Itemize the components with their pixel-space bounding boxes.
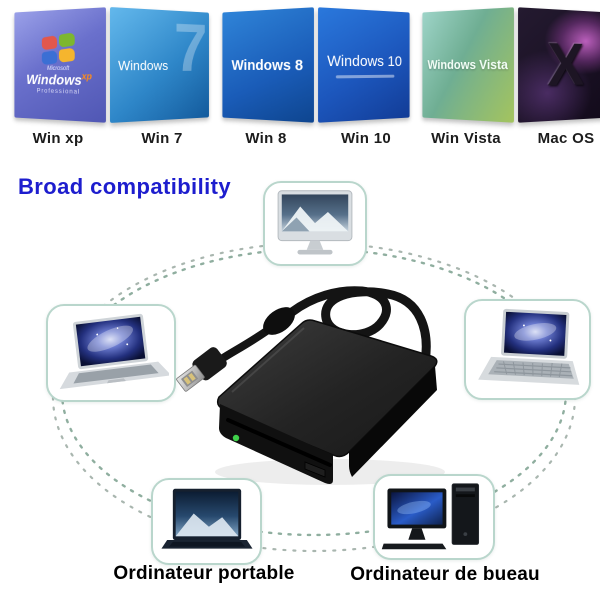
os-caption-winxp: Win xp [32,130,84,147]
os-caption-macos: Mac OS [537,130,595,147]
windows-vista-panel: Windows Vista [422,7,514,123]
usb-floppy-drive [216,319,438,484]
os-compatibility-strip: Microsoft Windowsxp Professional Win xp … [8,7,600,147]
windows-7-glyph: 7 [173,8,208,86]
desktop-computer-image [381,483,480,550]
os-cell-win7: 7 Windows Win 7 [108,7,216,147]
os-cell-winxp: Microsoft Windowsxp Professional Win xp [8,7,108,147]
disk-slot [226,418,332,467]
netbook-laptop-image [477,308,579,385]
xp-suffix: xp [81,71,92,82]
macbook-laptop-image [59,313,169,390]
os-cell-macos: X Mac OS [516,7,600,147]
mac-os-panel: X [518,7,600,123]
windows-10-wordmark: Windows 10 [327,51,402,70]
mac-os-x-glyph: X [547,30,584,99]
windows-10-panel: Windows 10 [318,7,410,123]
drive-front-face [219,404,333,484]
ferrite-bead [263,307,295,335]
portable-laptop-label: Ordinateur portable [113,563,295,584]
windows-flag-icon [41,32,75,66]
os-cell-winvista: Windows Vista Win Vista [416,7,516,147]
macbook-card [46,304,176,402]
windows-xp-wordmark: Windowsxp [26,71,92,89]
desktop-computer-card [373,474,495,560]
drive-side-face [349,366,437,477]
usb-connector [176,347,227,392]
os-cell-win8: Windows 8 Win 8 [216,7,316,147]
windows-10-fineprint [335,74,395,78]
windows-xp-subline: Professional [36,87,81,96]
broad-compatibility-heading: Broad compatibility [18,174,231,199]
windows-8-wordmark: Windows 8 [231,56,304,74]
drive-led [232,434,240,442]
windows-7-panel: 7 Windows [110,7,209,123]
portable-laptop-card [151,478,262,565]
windows-xp-panel: Microsoft Windowsxp Professional [14,7,106,123]
netbook-card [464,299,591,400]
drive-top-highlight [231,327,305,393]
imac-card [263,181,367,266]
desktop-computer-label: Ordinateur de bueau [350,564,540,585]
os-caption-winvista: Win Vista [431,130,501,147]
os-caption-win8: Win 8 [245,130,287,147]
windows-7-wordmark: Windows [118,57,169,73]
eject-button [304,461,326,478]
os-caption-win10: Win 10 [340,130,391,147]
windows-8-panel: Windows 8 [222,7,314,123]
windows-vista-wordmark: Windows Vista [427,57,508,73]
os-cell-win10: Windows 10 Win 10 [316,7,416,147]
imac-image [277,189,353,254]
portable-laptop-image [160,488,253,549]
os-caption-win7: Win 7 [141,130,183,147]
